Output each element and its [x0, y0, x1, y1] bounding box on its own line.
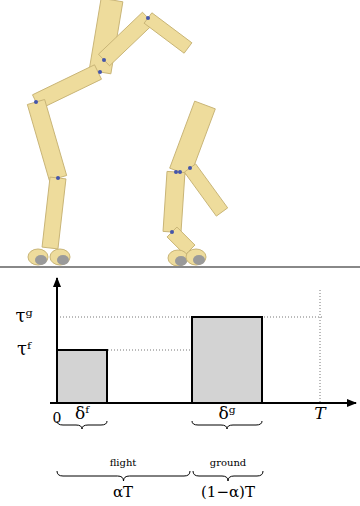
foot	[28, 249, 48, 265]
joint-dot	[170, 230, 174, 234]
joint-dot	[56, 176, 60, 180]
pulse-width: δᵍ	[218, 405, 235, 422]
joint-dot	[98, 70, 102, 74]
axis-value: τᶠ	[17, 340, 31, 358]
brace	[192, 421, 262, 429]
y-axis	[56, 278, 58, 403]
foot-sole	[193, 255, 205, 265]
body-segment	[27, 99, 66, 180]
axis-value: 0	[53, 411, 62, 425]
phase-name: flight	[110, 458, 137, 468]
robot-figures	[27, 0, 227, 266]
foot-sole	[35, 255, 47, 265]
brace	[57, 421, 107, 429]
foot	[186, 249, 206, 265]
chart	[50, 278, 356, 481]
joint-dot	[102, 58, 106, 62]
body-segment	[184, 164, 227, 216]
brace	[57, 471, 190, 481]
body-segment	[98, 12, 153, 66]
flight-pulse	[57, 350, 107, 403]
phase-duration: (1−α)T	[201, 485, 255, 500]
joint-dot	[188, 166, 192, 170]
body-segment	[170, 101, 216, 176]
body-segment	[42, 177, 66, 249]
foot-sole	[57, 255, 69, 265]
ground-line	[0, 266, 360, 268]
foot	[50, 249, 70, 265]
joint-dot	[174, 170, 178, 174]
joint-dot	[34, 100, 38, 104]
joint-dot	[146, 16, 150, 20]
tau-g-level	[57, 317, 322, 318]
brace	[193, 471, 263, 481]
foot	[168, 250, 188, 266]
x-axis	[50, 402, 356, 404]
ground-pulse	[192, 317, 262, 403]
axis-value: T	[314, 405, 325, 422]
body-segment	[144, 13, 192, 53]
period-line	[320, 290, 321, 403]
braces	[57, 421, 263, 481]
joint-dot	[178, 170, 182, 174]
foot-sole	[175, 256, 187, 266]
phase-name: ground	[210, 458, 246, 468]
body-segment	[163, 171, 185, 232]
pulse-width: δᶠ	[75, 405, 89, 422]
axis-value: τᵍ	[15, 307, 32, 325]
phase-duration: αT	[113, 485, 133, 500]
